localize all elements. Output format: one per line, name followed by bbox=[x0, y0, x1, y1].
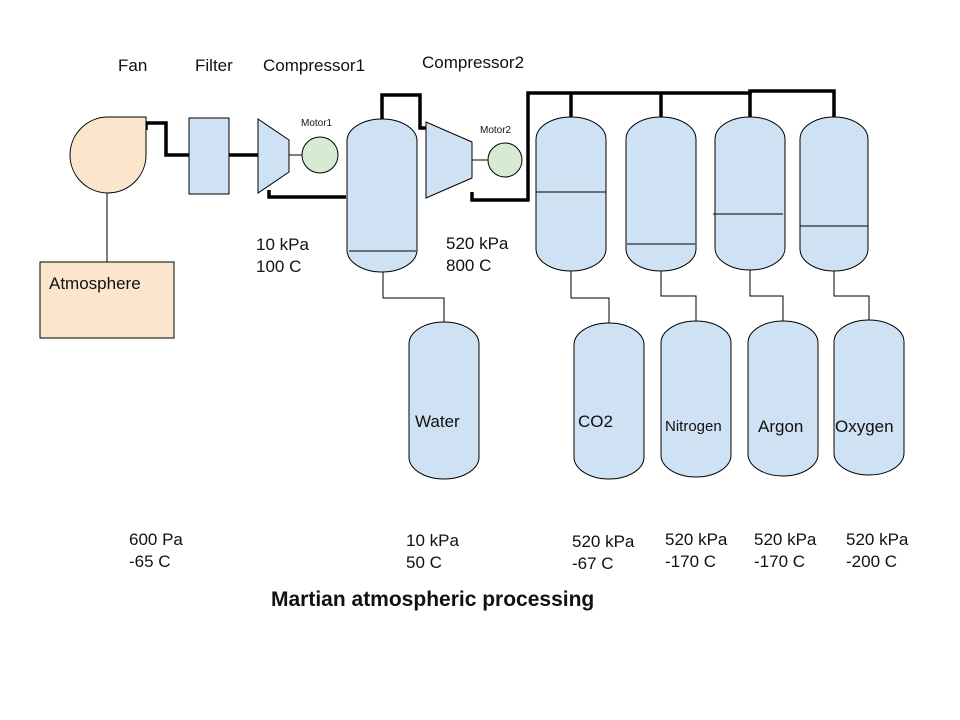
conditions-atmosphere: 600 Pa -65 C bbox=[129, 529, 183, 573]
temperature-value: -170 C bbox=[754, 552, 806, 571]
compressor1-label: Compressor1 bbox=[263, 56, 366, 75]
pressure-value: 520 kPa bbox=[665, 530, 728, 549]
separator-vessel bbox=[346, 118, 418, 273]
diagram-title: Martian atmospheric processing bbox=[271, 588, 595, 611]
pressure-value: 10 kPa bbox=[406, 531, 459, 550]
conditions-nitrogen: 520 kPa -170 C bbox=[665, 529, 727, 573]
column-argon bbox=[714, 116, 786, 271]
conditions-water: 10 kPa 50 C bbox=[406, 530, 459, 574]
tank-nitrogen-label: Nitrogen bbox=[665, 418, 722, 435]
fan-label: Fan bbox=[118, 56, 148, 75]
atmosphere-box bbox=[39, 261, 175, 339]
drain-line-water bbox=[382, 272, 445, 322]
temperature-value: -200 C bbox=[846, 552, 898, 571]
temperature-value: 50 C bbox=[406, 553, 442, 572]
conditions-after-compressor2: 520 kPa 800 C bbox=[446, 233, 508, 277]
tank-co2-label: CO2 bbox=[578, 412, 613, 431]
tank-co2 bbox=[573, 322, 645, 480]
pressure-value: 520 kPa bbox=[754, 530, 817, 549]
temperature-value: -67 C bbox=[572, 554, 614, 573]
filter-label: Filter bbox=[195, 56, 233, 75]
conditions-after-compressor1: 10 kPa 100 C bbox=[256, 234, 309, 278]
compressor2-label: Compressor2 bbox=[422, 53, 525, 72]
conditions-co2: 520 kPa -67 C bbox=[572, 531, 634, 575]
temperature-value: 800 C bbox=[446, 256, 492, 275]
drain-line-argon bbox=[749, 270, 784, 321]
drain-line-nitrogen bbox=[660, 271, 697, 321]
pipe-fan-to-filter bbox=[144, 121, 189, 157]
conditions-argon: 520 kPa -170 C bbox=[754, 529, 816, 573]
motor2-label: Motor2 bbox=[480, 125, 512, 136]
column-nitrogen bbox=[625, 116, 697, 272]
compressor2-icon bbox=[425, 121, 473, 199]
drain-line-co2 bbox=[570, 271, 610, 323]
tank-nitrogen bbox=[660, 320, 732, 478]
tank-water bbox=[408, 321, 480, 480]
temperature-value: -65 C bbox=[129, 552, 171, 571]
pipe-compressor1-to-separator bbox=[267, 190, 346, 199]
temperature-value: -170 C bbox=[665, 552, 717, 571]
pressure-value: 520 kPa bbox=[572, 532, 635, 551]
pressure-value: 10 kPa bbox=[256, 235, 309, 254]
column-co2 bbox=[535, 116, 607, 272]
temperature-value: 100 C bbox=[256, 257, 302, 276]
motor1-label: Motor1 bbox=[301, 118, 333, 129]
tank-argon bbox=[747, 320, 819, 477]
pressure-value: 520 kPa bbox=[846, 530, 909, 549]
motor1-icon bbox=[301, 136, 339, 174]
column-oxygen bbox=[799, 116, 869, 272]
tank-water-label: Water bbox=[415, 412, 460, 431]
tank-oxygen-label: Oxygen bbox=[835, 417, 894, 436]
pipe-separator-to-compressor2 bbox=[380, 93, 427, 130]
fan-icon bbox=[69, 116, 147, 194]
tank-argon-label: Argon bbox=[758, 417, 804, 436]
drain-line-oxygen bbox=[833, 271, 870, 320]
pressure-value: 600 Pa bbox=[129, 530, 183, 549]
pipe-manifold bbox=[470, 89, 836, 202]
compressor1-icon bbox=[257, 118, 290, 194]
tank-oxygen bbox=[833, 319, 905, 476]
pressure-value: 520 kPa bbox=[446, 234, 509, 253]
conditions-oxygen: 520 kPa -200 C bbox=[846, 529, 908, 573]
atmosphere-label: Atmosphere bbox=[49, 274, 141, 293]
filter-box bbox=[188, 117, 230, 195]
motor2-icon bbox=[487, 142, 523, 178]
